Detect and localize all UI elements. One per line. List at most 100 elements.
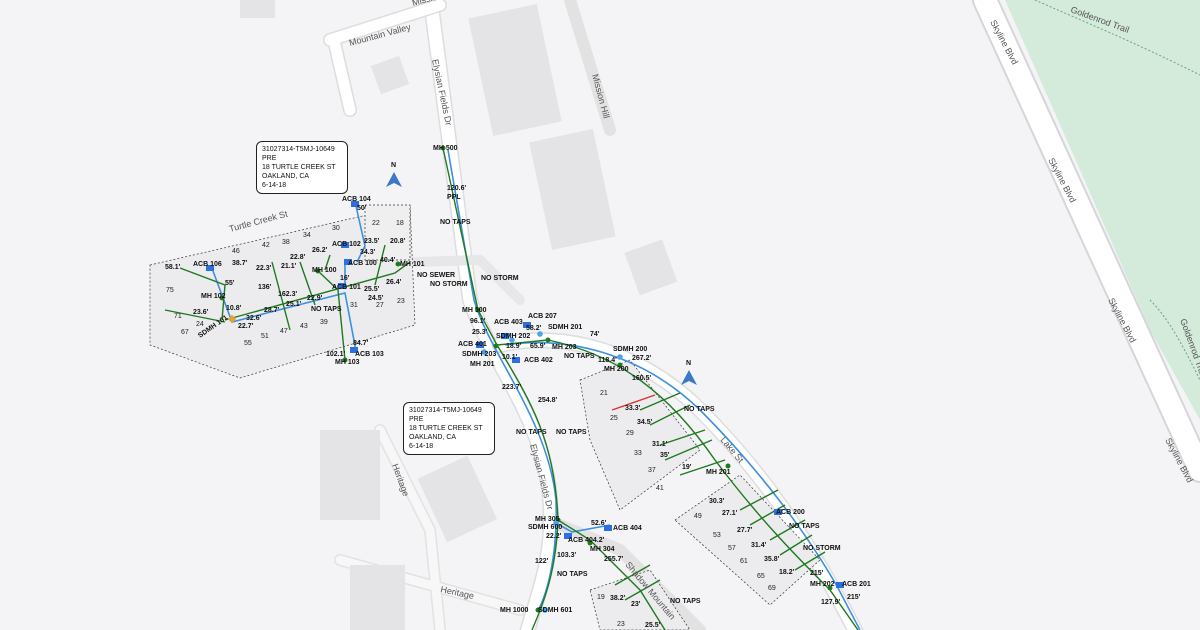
lot-number: 23 bbox=[617, 621, 625, 628]
catch-basin-icon[interactable] bbox=[501, 333, 509, 339]
storm-manhole-icon[interactable] bbox=[537, 331, 543, 337]
map-label: MH 304 bbox=[590, 546, 615, 553]
map-label: 27.1' bbox=[722, 510, 738, 517]
map-label: 10.1' bbox=[502, 354, 518, 361]
map-label: NO TAPS bbox=[789, 523, 820, 530]
map-label: ACB 401 bbox=[458, 341, 487, 348]
manhole-icon[interactable] bbox=[395, 261, 401, 267]
street-label: Turtle Creek St bbox=[228, 209, 289, 234]
catch-basin-icon[interactable] bbox=[564, 533, 572, 539]
callout-line: OAKLAND, CA bbox=[409, 434, 457, 441]
trail bbox=[1034, 0, 1200, 381]
storm-manhole-icon[interactable] bbox=[542, 607, 548, 613]
map-label: 40.4' bbox=[380, 257, 396, 264]
catch-basin-icon[interactable] bbox=[206, 265, 214, 271]
catch-basin-icon[interactable] bbox=[512, 357, 520, 363]
map-label: ACB 201 bbox=[842, 581, 871, 588]
map-label: 31.1' bbox=[652, 441, 668, 448]
map-label: ACB 404.2' bbox=[568, 537, 605, 544]
manhole-icon[interactable] bbox=[827, 585, 833, 591]
lot-number: 51 bbox=[261, 333, 269, 340]
parcel-callout: 31027314-T5MJ-10649 PRE 18 TURTLE CREEK … bbox=[256, 141, 348, 194]
map-label: 96.1' bbox=[470, 318, 486, 325]
map-label: ACB 102 bbox=[332, 241, 361, 248]
map-label: 55' bbox=[225, 280, 235, 287]
map-label: NO STORM bbox=[803, 545, 841, 552]
map-label: 122' bbox=[535, 558, 549, 565]
map-label: 52.6' bbox=[591, 520, 607, 527]
lot-number: 23 bbox=[397, 298, 405, 305]
storm-manhole-icon[interactable] bbox=[481, 349, 487, 355]
catch-basin-icon[interactable] bbox=[523, 322, 531, 328]
map-label: NO TAPS bbox=[564, 353, 595, 360]
map-label: 35.8' bbox=[764, 556, 780, 563]
map-label: MH 201 bbox=[706, 469, 731, 476]
map-label: 160.5' bbox=[632, 375, 652, 382]
manhole-icon[interactable] bbox=[493, 343, 499, 349]
map-label: 28.7' bbox=[264, 307, 280, 314]
catch-basin-icon[interactable] bbox=[344, 259, 352, 265]
manhole-icon[interactable] bbox=[475, 307, 481, 313]
manhole-icon[interactable] bbox=[617, 362, 623, 368]
catch-basin-icon[interactable] bbox=[836, 582, 844, 588]
storm-manhole-icon[interactable] bbox=[509, 337, 515, 343]
lot-number: 41 bbox=[656, 485, 664, 492]
map-label: 10.8' bbox=[226, 305, 242, 312]
north-arrow: N bbox=[681, 360, 697, 385]
map-label: 65.9' bbox=[530, 343, 546, 350]
manhole-icon[interactable] bbox=[315, 268, 321, 274]
map-label: ACB 104 bbox=[342, 196, 371, 203]
manhole-icon[interactable] bbox=[535, 607, 541, 613]
manhole-icon[interactable] bbox=[725, 463, 731, 469]
map-label: 25.1' bbox=[286, 301, 302, 308]
map-label: 25.5' bbox=[645, 622, 661, 629]
lot-number: 55 bbox=[244, 340, 252, 347]
lot-number: 53 bbox=[713, 532, 721, 539]
map-label: 30.3' bbox=[709, 498, 725, 505]
storm-manhole-icon[interactable] bbox=[553, 520, 559, 526]
cleanout-icon[interactable] bbox=[227, 314, 237, 324]
map-label: ACB 403 bbox=[494, 319, 523, 326]
map-label: 38.7' bbox=[232, 260, 248, 267]
catch-basin-icon[interactable] bbox=[350, 347, 358, 353]
manhole-icon[interactable] bbox=[587, 540, 593, 546]
catch-basin-icon[interactable] bbox=[774, 509, 782, 515]
manhole-icon[interactable] bbox=[440, 145, 446, 151]
map-label: 23.5' bbox=[364, 238, 380, 245]
lot-number: 22 bbox=[372, 220, 380, 227]
park-area bbox=[1005, 0, 1200, 420]
lot-number: 75 bbox=[166, 287, 174, 294]
manhole-icon[interactable] bbox=[545, 337, 551, 343]
map-label: NO STORM bbox=[481, 275, 519, 282]
catch-basin-icon[interactable] bbox=[338, 283, 346, 289]
catch-basin-icon[interactable] bbox=[604, 525, 612, 531]
map-label: 50' bbox=[357, 205, 367, 212]
map-label: 38.2' bbox=[610, 595, 626, 602]
map-label: MH 102 bbox=[201, 293, 226, 300]
catch-basin-icon[interactable] bbox=[351, 201, 359, 207]
map-label: NO TAPS bbox=[440, 219, 471, 226]
storm-manhole-icon[interactable] bbox=[617, 354, 623, 360]
map-label: 22.2' bbox=[546, 533, 562, 540]
map-label: 23' bbox=[631, 601, 641, 608]
catch-basin-icon[interactable] bbox=[476, 342, 484, 348]
map-label: MH 500 bbox=[433, 145, 458, 152]
lot-number: 43 bbox=[300, 323, 308, 330]
lot-number: 29 bbox=[626, 430, 634, 437]
lot-number: 25 bbox=[610, 415, 618, 422]
manhole-icon[interactable] bbox=[219, 295, 225, 301]
lot-number: 39 bbox=[320, 319, 328, 326]
sewer-lines bbox=[164, 147, 859, 630]
map-label: PPL bbox=[447, 194, 461, 201]
lot-number: 21 bbox=[600, 390, 608, 397]
callout-line: PRE bbox=[262, 155, 277, 162]
map-label: 267.2' bbox=[632, 355, 652, 362]
manhole-icon[interactable] bbox=[342, 357, 348, 363]
map-label: NO TAPS bbox=[311, 306, 342, 313]
map-label: 35' bbox=[660, 452, 670, 459]
map-label: 84.7' bbox=[353, 340, 369, 347]
catch-basin-icon[interactable] bbox=[341, 242, 349, 248]
map-label: 118.4' bbox=[598, 357, 617, 364]
map-label: ACB 207 bbox=[528, 313, 557, 320]
